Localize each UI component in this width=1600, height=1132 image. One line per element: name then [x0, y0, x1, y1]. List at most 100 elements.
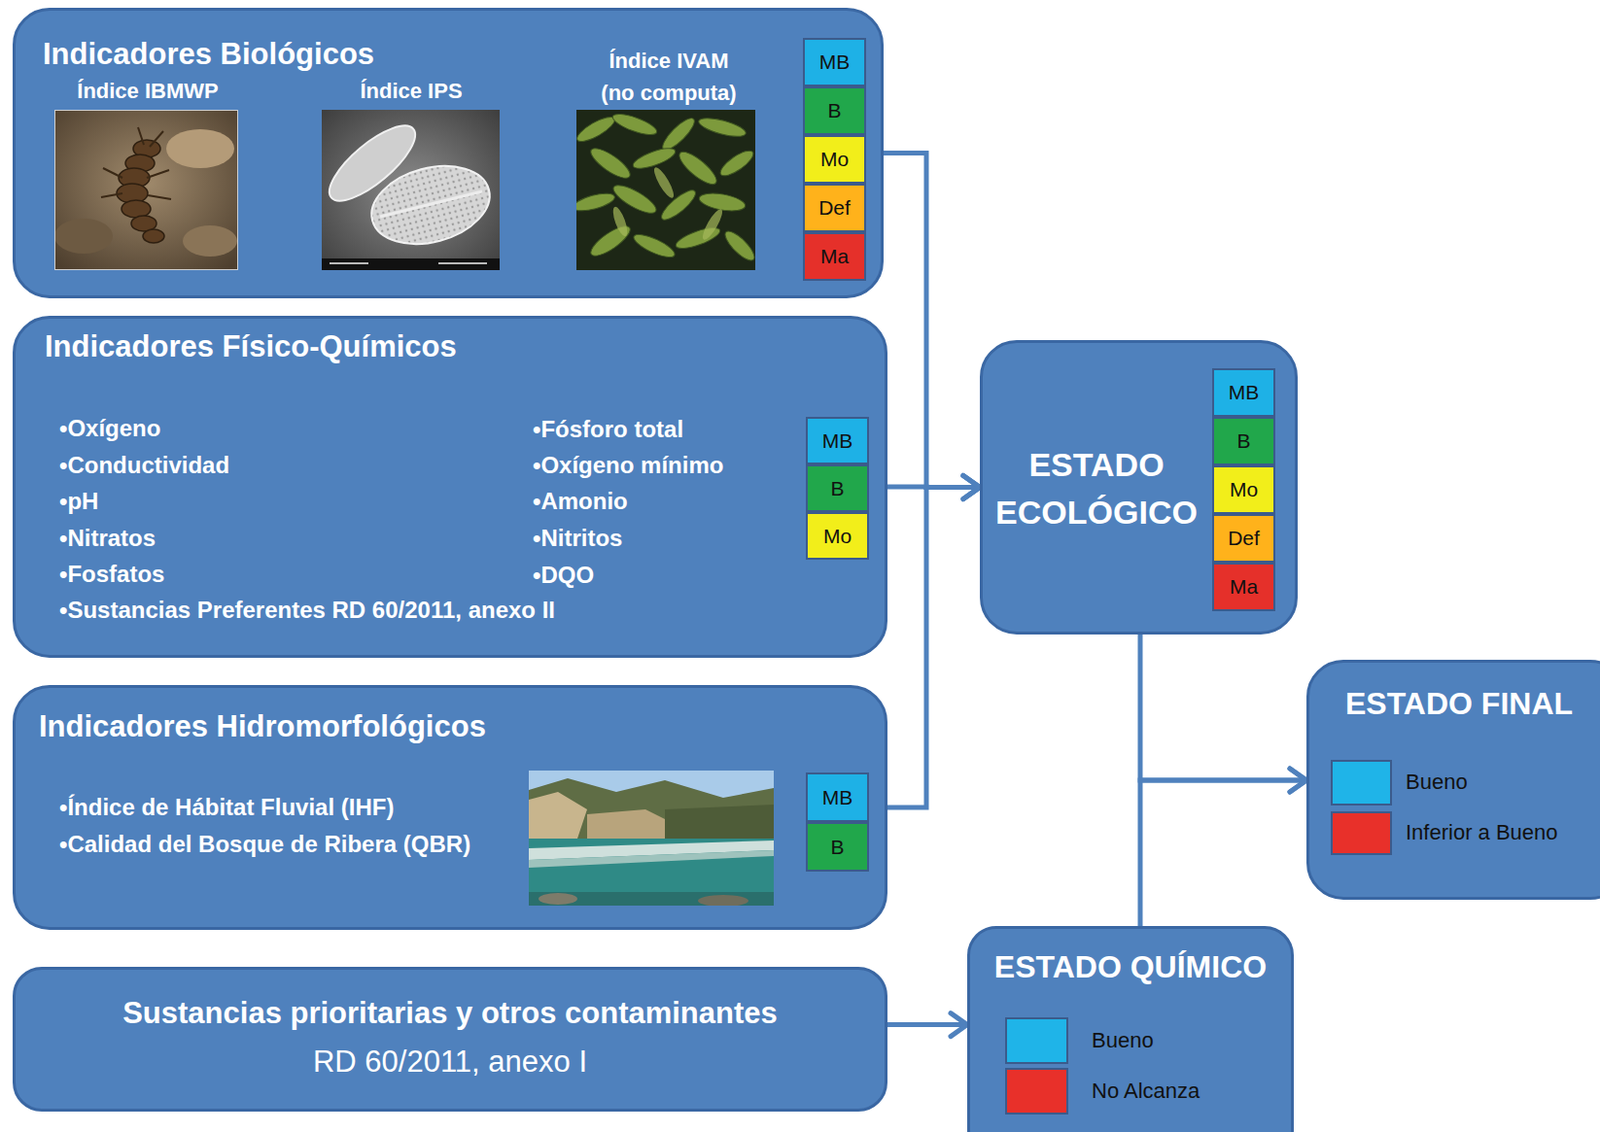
rating-label: Def	[818, 196, 851, 219]
indicator-item: •Nitritos	[532, 524, 796, 553]
rating-label: B	[830, 477, 844, 500]
indicator-item: •Sustancias Preferentes RD 60/2011, anex…	[59, 596, 789, 625]
index-caption: Índice IVAM (no computa)	[591, 44, 747, 109]
illustration-shape	[699, 207, 727, 243]
illustration-shape	[380, 191, 483, 217]
illustration-shape	[696, 114, 748, 140]
illustration-shape	[166, 129, 235, 169]
illustration-shape	[697, 190, 747, 214]
illustration-shape	[101, 127, 172, 200]
status-heading: ESTADO ECOLÓGICO	[985, 441, 1208, 537]
river-photo	[528, 770, 774, 906]
legend-swatch	[1330, 760, 1392, 806]
illustration-shape	[538, 893, 578, 905]
illustration-shape	[438, 262, 487, 265]
illustration-shape	[587, 221, 634, 262]
indicator-item: •Calidad del Bosque de Ribera (QBR)	[59, 831, 524, 859]
rating-box: MB	[802, 37, 867, 87]
index-caption: Índice IPS	[313, 78, 509, 104]
diatom-micrograph	[321, 109, 500, 271]
indicator-item: •Índice de Hábitat Fluvial (IHF)	[59, 794, 524, 822]
rating-box: B	[805, 464, 870, 513]
macroinvertebrate-photo	[54, 109, 239, 271]
rating-box: Mo	[802, 135, 867, 184]
illustration-shape	[54, 109, 239, 271]
illustration-shape	[658, 185, 700, 224]
rating-label: MB	[819, 50, 851, 73]
illustration-shape	[630, 144, 678, 174]
illustration-shape	[362, 153, 498, 257]
legend-label: Inferior a Bueno	[1405, 820, 1559, 845]
rating-box: Mo	[805, 512, 870, 560]
illustration-shape	[610, 109, 660, 140]
indicator-item: •Amonio	[532, 487, 796, 516]
indicator-item: •pH	[59, 487, 526, 516]
illustration-shape	[717, 146, 756, 180]
rating-label: MB	[822, 786, 854, 809]
index-caption: Índice IBMWP	[50, 78, 245, 104]
illustration-shape	[528, 778, 774, 844]
rating-box: Ma	[802, 232, 867, 281]
rating-box: B	[805, 822, 870, 872]
rating-label: Mo	[820, 147, 849, 171]
panel-heading: Sustancias prioritarias y otros contamin…	[22, 996, 878, 1032]
illustration-shape	[674, 146, 721, 189]
indicator-panel: Indicadores Hidromorfológicos •Índice de …	[12, 685, 888, 931]
indicator-item: •Oxígeno mínimo	[532, 452, 796, 480]
indicator-item: •Fosfatos	[59, 560, 526, 589]
rating-label: MB	[1228, 381, 1260, 404]
rating-label: Ma	[820, 244, 849, 268]
connector-line	[1140, 634, 1307, 781]
flow-connector	[1140, 768, 1307, 927]
illustration-shape	[528, 770, 774, 906]
indicator-item: •Nitratos	[59, 524, 526, 553]
illustration-shape	[121, 200, 151, 218]
flow-connector	[883, 153, 980, 500]
indicator-item: •Oxígeno	[59, 415, 526, 443]
illustration-shape	[528, 792, 588, 841]
rating-label: B	[830, 835, 844, 859]
indicator-panel: ESTADO QUÍMICO Bueno No Alcanza	[967, 926, 1294, 1132]
illustration-shape	[664, 804, 774, 841]
legend-label: Bueno	[1091, 1028, 1154, 1053]
illustration-shape	[528, 850, 774, 869]
illustration-shape	[101, 127, 172, 200]
rating-box: Mo	[1212, 465, 1276, 515]
flow-connector	[887, 1013, 968, 1038]
illustration-shape	[651, 165, 678, 201]
illustration-shape	[630, 230, 678, 262]
rating-box: Def	[802, 183, 867, 233]
illustration-shape	[55, 110, 239, 271]
illustration-shape	[54, 218, 113, 254]
macrophyte-photo	[576, 109, 756, 271]
illustration-shape	[576, 112, 619, 146]
legend-label: Bueno	[1405, 769, 1468, 795]
legend-swatch	[1005, 1017, 1069, 1065]
indicator-item: •Conductividad	[59, 452, 526, 480]
illustration-shape	[576, 109, 756, 271]
illustration-shape	[528, 892, 774, 906]
indicator-item: •Fósforo total	[532, 416, 796, 444]
arrow-head	[950, 1013, 968, 1038]
illustration-shape	[528, 838, 774, 906]
connector-line	[883, 153, 980, 488]
rating-box: Ma	[1212, 562, 1276, 612]
indicator-panel: Indicadores BiológicosÍndice IBMWPÍndice…	[12, 7, 884, 299]
indicator-panel: Indicadores Físico-Químicos•Oxígeno•Cond…	[12, 315, 888, 659]
panel-heading: Indicadores Hidromorfológicos	[38, 709, 788, 745]
status-heading: ESTADO FINAL	[1313, 686, 1600, 723]
arrow-head	[1289, 768, 1307, 793]
rating-label: Ma	[1229, 575, 1258, 598]
status-heading: ESTADO QUÍMICO	[976, 949, 1285, 986]
legend-swatch	[1330, 811, 1392, 856]
rating-label: B	[1236, 429, 1251, 453]
arrow-head	[963, 476, 980, 500]
illustration-shape	[721, 227, 756, 265]
illustration-shape	[329, 262, 369, 265]
rating-label: Mo	[823, 524, 852, 548]
legend-label: No Alcanza	[1091, 1078, 1200, 1104]
illustration-shape	[610, 165, 727, 243]
illustration-shape	[587, 809, 675, 841]
indicator-item: •DQO	[532, 561, 796, 590]
